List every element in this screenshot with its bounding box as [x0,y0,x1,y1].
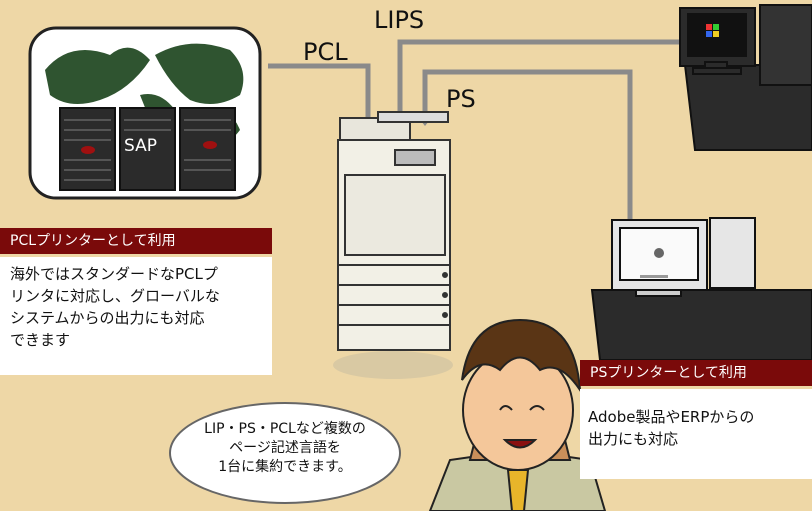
ps-connector [422,69,633,250]
pcl-panel-line: 海外ではスタンダードなPCLプ [10,265,218,283]
lips-connector [397,39,680,120]
speech-bubble [169,402,401,504]
connector-lines [268,39,680,250]
pcl-panel-line: リンタに対応し、グローバルな [10,287,220,305]
pcl-panel-body: 海外ではスタンダードなPCLプ リンタに対応し、グローバルな システムからの出力… [0,257,272,375]
bubble-line: 1台に集約できます。 [218,459,352,475]
pcl-connector [268,63,371,118]
bubble-line: ページ記述言語を [229,440,341,456]
bubble-line: LIP・PS・PCLなど複数の [204,421,366,437]
speech-bubble-text: LIP・PS・PCLなど複数の ページ記述言語を 1台に集約できます。 [180,420,390,477]
mac-pc-icon [590,217,812,361]
server-rack-icon [59,107,236,191]
pcl-panel-line: できます [10,331,71,349]
protocol-label-lips: LIPS [374,6,425,34]
sap-label: SAP [124,136,157,156]
pcl-panel-line: システムからの出力にも対応 [10,309,205,327]
ps-panel-line: 出力にも対応 [588,430,679,448]
pcl-panel-header: PCLプリンターとして利用 [0,228,272,254]
ps-panel-header: PSプリンターとして利用 [580,360,812,386]
protocol-label-ps: PS [446,85,476,113]
ps-panel-line: Adobe製品やERPからの [588,408,755,426]
protocol-label-pcl: PCL [303,38,348,66]
printer-icon [333,111,453,379]
person-illustration [428,318,607,511]
ps-panel-body: Adobe製品やERPからの 出力にも対応 [580,389,812,479]
windows-pc-icon [679,4,812,151]
